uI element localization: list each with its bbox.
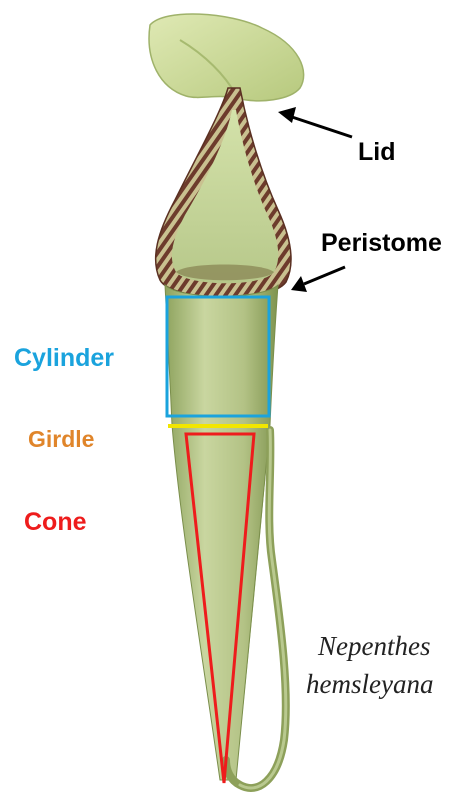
cylinder-label: Cylinder [14, 344, 114, 372]
peristome-arrow [291, 267, 345, 292]
species-genus: Nepenthes [317, 631, 430, 661]
cone-label: Cone [24, 508, 87, 536]
pitcher-body [165, 285, 278, 780]
lid-shape [149, 14, 304, 101]
species-epithet: hemsleyana [306, 669, 433, 699]
lid-label: Lid [358, 138, 396, 166]
lid-arrow [278, 107, 352, 137]
peristome-label: Peristome [321, 229, 442, 257]
girdle-label: Girdle [28, 426, 94, 452]
